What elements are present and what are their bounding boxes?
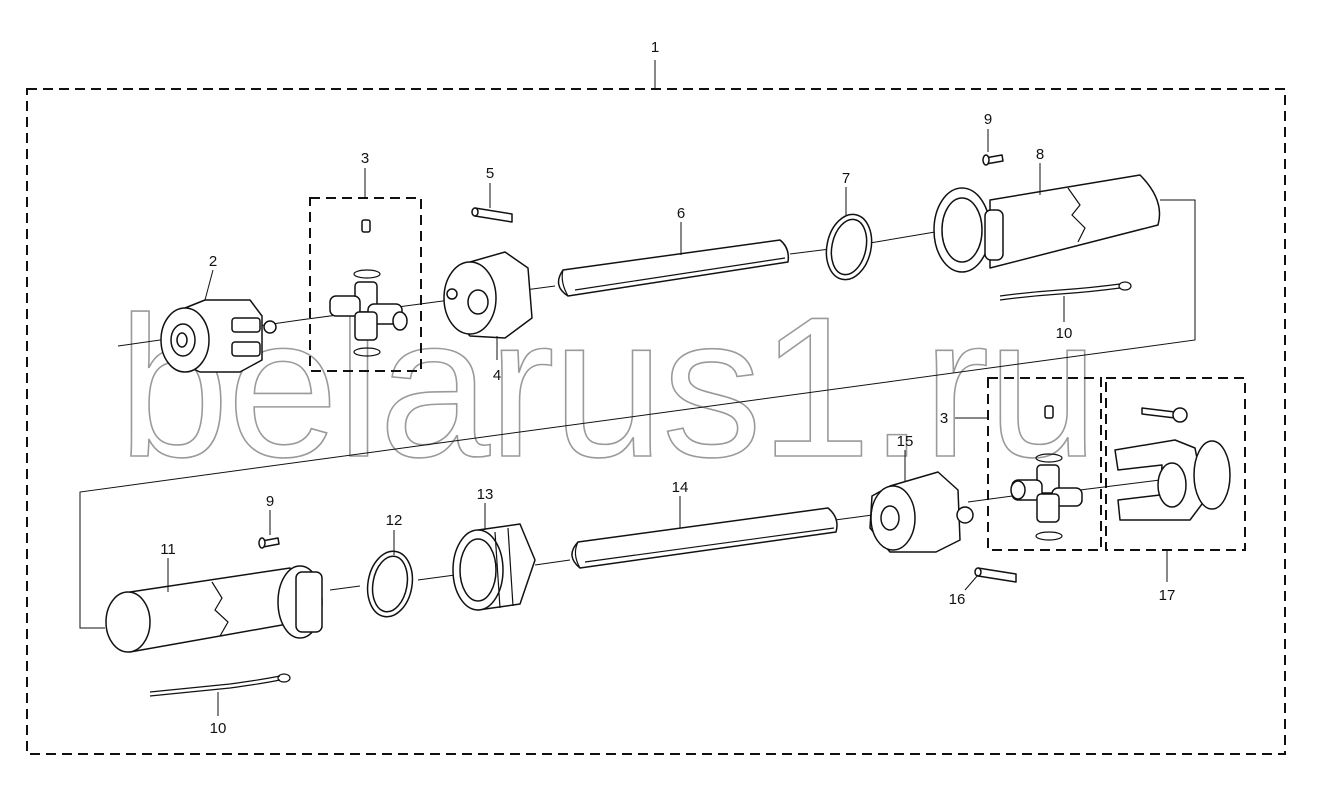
callout-3-lower: 3 bbox=[940, 410, 948, 427]
pin-part-5 bbox=[471, 207, 513, 223]
guard-tube-part-8 bbox=[933, 174, 1161, 273]
watermark: belarus1.ru bbox=[118, 276, 1097, 499]
callout-8: 8 bbox=[1036, 146, 1044, 163]
callout-16: 16 bbox=[949, 591, 966, 608]
shield-bearing-part-15 bbox=[869, 471, 974, 553]
cross-joint-part-3-upper bbox=[329, 219, 408, 357]
callout-15: 15 bbox=[897, 433, 914, 450]
callout-10-upper: 10 bbox=[1056, 325, 1073, 342]
callout-14: 14 bbox=[672, 479, 689, 496]
callout-13: 13 bbox=[477, 486, 494, 503]
callout-7: 7 bbox=[842, 170, 850, 187]
callout-17: 17 bbox=[1159, 587, 1176, 604]
leader-lines bbox=[167, 60, 1168, 716]
callout-6: 6 bbox=[677, 205, 685, 222]
tube-part-6 bbox=[557, 239, 790, 297]
chain-part-10-lower bbox=[149, 673, 291, 697]
callout-10-lower: 10 bbox=[210, 720, 227, 737]
callout-12: 12 bbox=[386, 512, 403, 529]
ring-part-12 bbox=[366, 550, 414, 618]
callout-11: 11 bbox=[160, 541, 176, 558]
yoke-part-17 bbox=[1114, 407, 1231, 521]
tube-part-14 bbox=[571, 507, 838, 569]
shield-bearing-part-4 bbox=[443, 251, 533, 339]
cross-joint-part-3-lower bbox=[1010, 405, 1083, 541]
callout-1: 1 bbox=[651, 39, 659, 56]
callout-3-upper: 3 bbox=[361, 150, 369, 167]
callout-9-upper: 9 bbox=[984, 111, 992, 128]
callout-5: 5 bbox=[486, 165, 494, 182]
yoke-part-2 bbox=[160, 299, 277, 373]
yoke-group-frame bbox=[1105, 377, 1246, 551]
callout-9-lower: 9 bbox=[266, 493, 274, 510]
callout-2: 2 bbox=[209, 253, 217, 270]
guard-tube-part-11 bbox=[105, 565, 323, 653]
bearing-part-13 bbox=[452, 523, 536, 611]
assembly-frame bbox=[26, 88, 1286, 755]
callout-4: 4 bbox=[493, 367, 501, 384]
pin-part-16 bbox=[974, 567, 1017, 583]
screw-part-9-upper bbox=[982, 154, 1004, 166]
chain-part-10-upper bbox=[999, 281, 1132, 301]
ring-part-7 bbox=[825, 213, 873, 281]
screw-part-9-lower bbox=[258, 537, 280, 549]
joint-group-frame-lower bbox=[987, 377, 1102, 551]
